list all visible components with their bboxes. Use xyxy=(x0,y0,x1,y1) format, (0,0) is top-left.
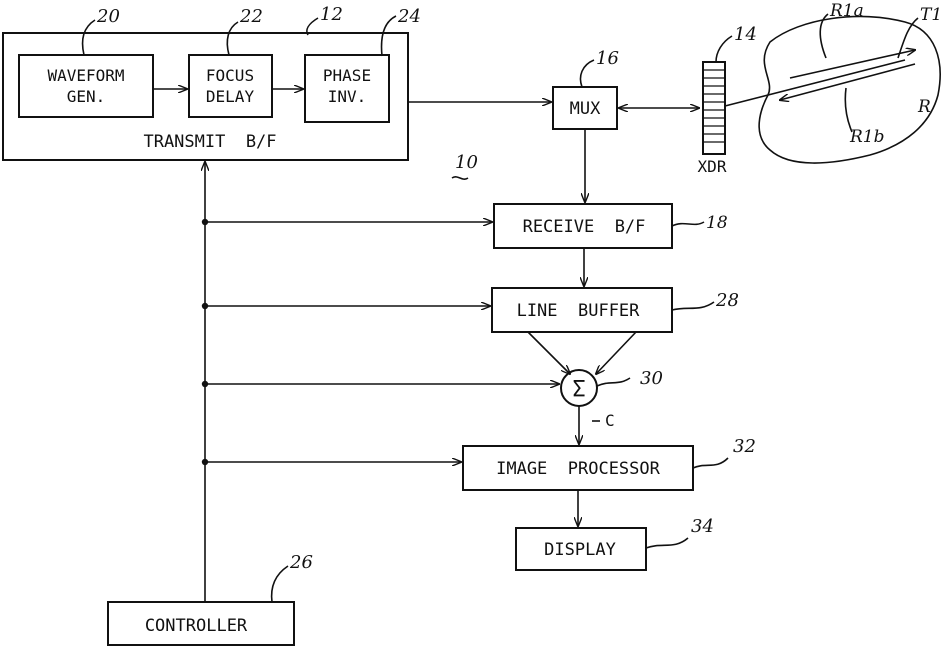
phase-inv-line1: PHASE xyxy=(323,66,371,85)
region-r: R xyxy=(917,97,931,117)
image-processor-block: IMAGE PROCESSOR 32 xyxy=(463,436,756,490)
waveform-gen-ref: 20 xyxy=(96,6,120,27)
xdr-ref: 14 xyxy=(734,24,757,45)
system-ref: 10 xyxy=(455,152,478,173)
buffer-to-sum-right-arrow xyxy=(596,332,636,374)
focus-delay-line1: FOCUS xyxy=(206,66,254,85)
beam-line xyxy=(725,60,905,106)
region-r1a: R1a xyxy=(829,1,864,21)
controller-block: CONTROLLER 26 xyxy=(108,552,313,645)
display-label: DISPLAY xyxy=(544,540,616,560)
controller-ref: 26 xyxy=(289,552,313,573)
phase-inv-line2: INV. xyxy=(328,87,367,106)
image-processor-label: IMAGE PROCESSOR xyxy=(496,459,661,479)
system-ref-underline xyxy=(452,177,468,179)
mux-ref: 16 xyxy=(596,48,619,69)
transmit-bf-ref: 12 xyxy=(320,4,343,25)
receive-bf-label: RECEIVE B/F xyxy=(523,217,646,237)
beam-arrow-lower xyxy=(780,64,915,100)
summer-symbol: Σ xyxy=(572,377,585,402)
line-buffer-label: LINE BUFFER xyxy=(517,301,641,321)
target-region: R1a T1 R R1b xyxy=(725,1,942,163)
buffer-to-sum-left-arrow xyxy=(528,332,570,374)
phase-inv-ref: 24 xyxy=(397,6,421,27)
summer-output-label: C xyxy=(605,411,615,430)
xdr-label: XDR xyxy=(698,157,727,176)
receive-bf-ref: 18 xyxy=(706,213,728,233)
waveform-gen-line1: WAVEFORM xyxy=(47,66,124,85)
region-t1: T1 xyxy=(920,5,942,25)
waveform-gen-block: WAVEFORM GEN. 20 xyxy=(19,6,153,117)
focus-delay-ref: 22 xyxy=(239,6,263,27)
controller-label: CONTROLLER xyxy=(145,616,248,636)
receive-bf-block: RECEIVE B/F 18 xyxy=(494,204,728,248)
display-ref: 34 xyxy=(691,516,714,537)
image-processor-ref: 32 xyxy=(733,436,756,457)
summer-ref: 30 xyxy=(640,368,663,389)
waveform-gen-line2: GEN. xyxy=(67,87,106,106)
line-buffer-block: LINE BUFFER 28 xyxy=(492,288,739,332)
focus-delay-block: FOCUS DELAY 22 xyxy=(189,6,272,117)
region-r1b: R1b xyxy=(849,127,885,147)
focus-delay-line2: DELAY xyxy=(206,87,255,106)
transmit-bf-label: TRANSMIT B/F xyxy=(143,132,276,152)
display-block: DISPLAY 34 xyxy=(516,516,714,570)
mux-label: MUX xyxy=(570,99,601,119)
mux-block: MUX 16 xyxy=(553,48,619,129)
summer-node: Σ 30 C xyxy=(561,368,663,430)
line-buffer-ref: 28 xyxy=(715,290,739,311)
